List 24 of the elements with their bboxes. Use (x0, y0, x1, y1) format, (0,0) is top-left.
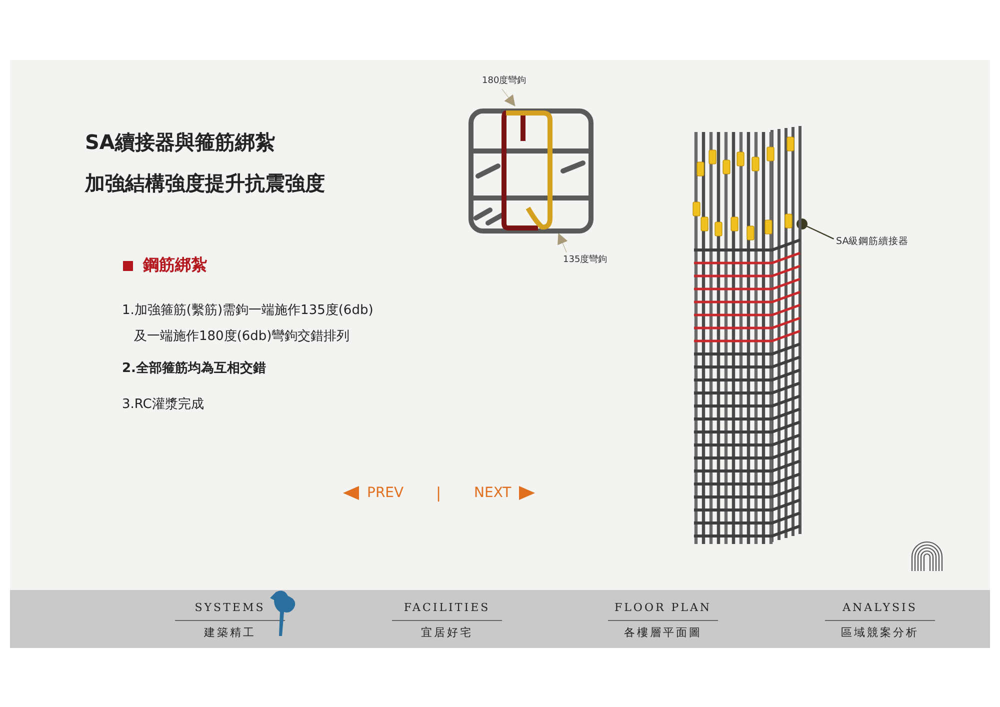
list-item: 2.全部箍筋均為互相交錯 (122, 360, 266, 377)
leader-line (796, 218, 834, 240)
callout-label: SA級鋼筋續接器 (836, 235, 909, 248)
separator: | (436, 484, 442, 502)
leader-line (502, 88, 516, 106)
callout-label: 180度彎鉤 (482, 74, 526, 87)
nav-item-subtitle: 各樓層平面圖 (624, 625, 702, 640)
list-item: 1.加強箍筋(繫筋)需鉤一端施作135度(6db)及一端施作180度(6db)彎鉤交錯排列 (122, 302, 374, 346)
callout-label: 135度彎鉤 (563, 253, 608, 266)
heading: 加強結構強度提升抗震強度 (85, 170, 325, 197)
stirrup-drawing (468, 108, 594, 234)
nav-item-subtitle: 建築精工 (204, 625, 256, 640)
next-link: NEXT (474, 485, 536, 501)
nav-item-subtitle: 宜居好宅 (421, 625, 473, 640)
prev-link: PREV (343, 485, 404, 501)
nav-item-title: FLOOR PLAN (614, 601, 712, 614)
section-heading: 鋼筋綁紮 (143, 255, 207, 276)
nav-item-subtitle: 區域競案分析 (841, 625, 919, 640)
leader-line (558, 233, 568, 253)
heading: SA續接器與箍筋綁紮 (85, 129, 275, 156)
nav-item-title: FACILITIES (404, 601, 490, 614)
nav-item-title: SYSTEMS (194, 601, 266, 614)
list-item: 3.RC灌漿完成 (122, 396, 204, 413)
nav-item-title: ANALYSIS (842, 601, 918, 614)
